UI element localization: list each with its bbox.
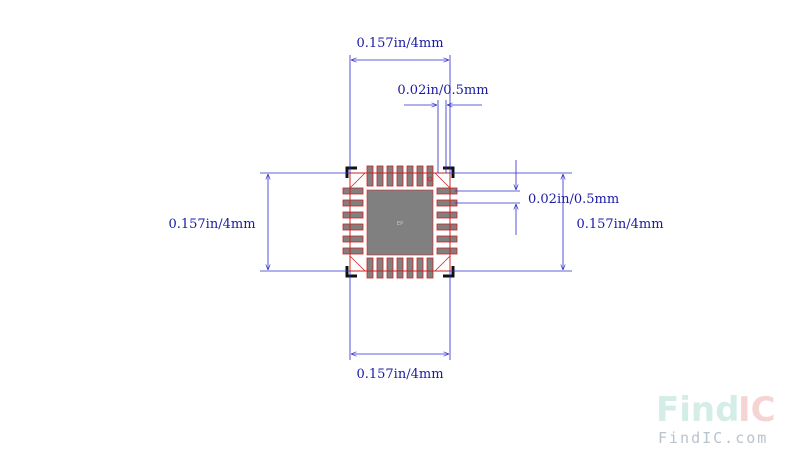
chamfer-line xyxy=(434,255,451,272)
pad xyxy=(396,257,404,279)
exposed-pad xyxy=(366,189,434,256)
pad xyxy=(386,257,394,279)
left-pin-row xyxy=(342,187,364,255)
body-outline xyxy=(349,172,451,272)
pad xyxy=(426,165,434,187)
right-pitch-label: 0.02in/0.5mm xyxy=(528,192,619,207)
pin1-marker xyxy=(427,176,433,182)
pad xyxy=(436,211,458,219)
pad xyxy=(342,211,364,219)
pad xyxy=(436,223,458,231)
right-pin-row xyxy=(436,187,458,255)
pad xyxy=(366,165,374,187)
pad xyxy=(376,257,384,279)
pad xyxy=(342,199,364,207)
pad xyxy=(416,165,424,187)
pad xyxy=(406,257,414,279)
corner-marker-top-left xyxy=(345,166,357,178)
pad xyxy=(426,257,434,279)
logo-find-text: Find xyxy=(656,390,739,430)
pad xyxy=(342,247,364,255)
pad xyxy=(436,235,458,243)
bottom-pin-row xyxy=(366,257,434,279)
pad xyxy=(386,165,394,187)
pad xyxy=(406,165,414,187)
right-height-label: 0.157in/4mm xyxy=(576,217,663,232)
bottom-width-label: 0.157in/4mm xyxy=(356,367,443,382)
left-height-label: 0.157in/4mm xyxy=(168,217,255,232)
pad xyxy=(436,247,458,255)
top-pitch-label: 0.02in/0.5mm xyxy=(397,83,488,98)
pad xyxy=(436,187,458,195)
top-pin-row xyxy=(366,165,434,187)
chamfer-line xyxy=(434,172,451,189)
pad xyxy=(342,187,364,195)
logo-ic-text: IC xyxy=(738,390,776,430)
package-footprint: EP xyxy=(342,165,458,279)
exposed-pad-label: EP xyxy=(397,221,403,227)
corner-marker-bottom-left xyxy=(345,266,357,278)
pad xyxy=(436,199,458,207)
pad xyxy=(342,235,364,243)
logo-site-text: FindIC.com xyxy=(658,429,768,447)
top-width-label: 0.157in/4mm xyxy=(356,36,443,51)
corner-marker-bottom-right xyxy=(443,266,455,278)
pad xyxy=(396,165,404,187)
corner-markers xyxy=(345,166,455,278)
pad xyxy=(376,165,384,187)
dimension-lines xyxy=(260,55,572,360)
pad xyxy=(342,223,364,231)
watermark-logo: Find IC FindIC.com xyxy=(656,390,776,447)
pad xyxy=(366,257,374,279)
chamfer-line xyxy=(349,172,366,189)
chamfer-line xyxy=(349,255,366,272)
pad xyxy=(416,257,424,279)
